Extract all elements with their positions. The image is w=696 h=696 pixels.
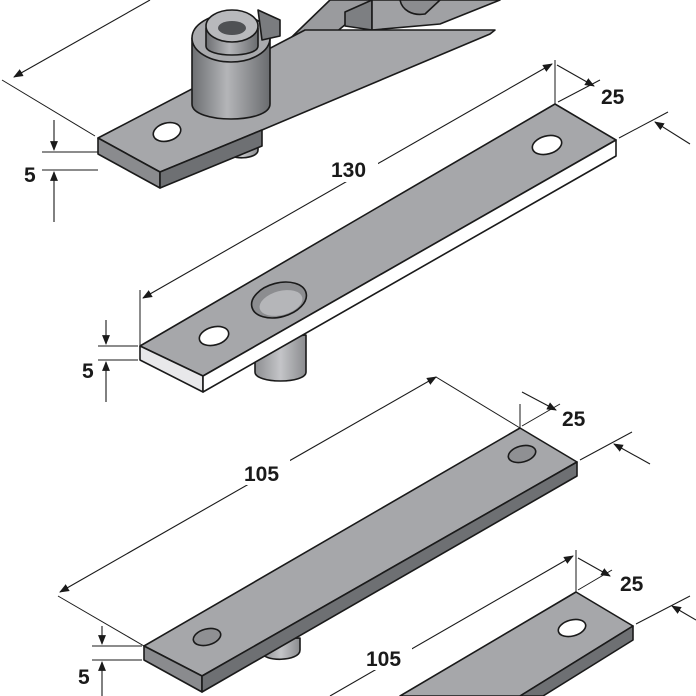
plate-2-length-label: 130 [331, 159, 366, 182]
plate-4-width-label: 25 [620, 573, 644, 596]
top-length-dim-line [13, 0, 151, 78]
plate-4-dimensions: 105 25 [329, 550, 696, 696]
plate-4-long-face [519, 625, 634, 696]
plate-3-width-label: 25 [562, 408, 586, 431]
plate-3-length-label: 105 [244, 463, 279, 486]
top-thickness-label: 5 [24, 164, 36, 187]
pivot-cylinder-band [257, 9, 281, 41]
plate-4-thickness-label: 5 [78, 666, 90, 689]
plate-4-length-label: 105 [366, 648, 401, 671]
plate-4-hole-right [557, 618, 587, 638]
plate-4-length-dim-line [329, 555, 574, 696]
plate-2-width-label: 25 [601, 86, 625, 109]
plate-3-hole-right [507, 444, 537, 464]
plate-4-top-face [399, 591, 634, 696]
plate-2-hole-left [198, 325, 230, 347]
pivot-knob [399, 0, 441, 16]
plate-4 [399, 591, 634, 696]
plate-2-thickness-label: 5 [82, 360, 94, 383]
plate-2-long-face [202, 139, 617, 393]
plate-3-hole-left [192, 627, 222, 647]
top-plate-top-face [97, 29, 496, 173]
plate-2-dimensions: 130 25 5 [82, 60, 691, 402]
plate-3-dimensions: 105 25 5 [57, 376, 651, 696]
pivot-cylinder-cap-recess [218, 21, 246, 35]
top-pivot-assembly [97, 0, 501, 189]
top-dimensions: 5 [1, 0, 151, 222]
